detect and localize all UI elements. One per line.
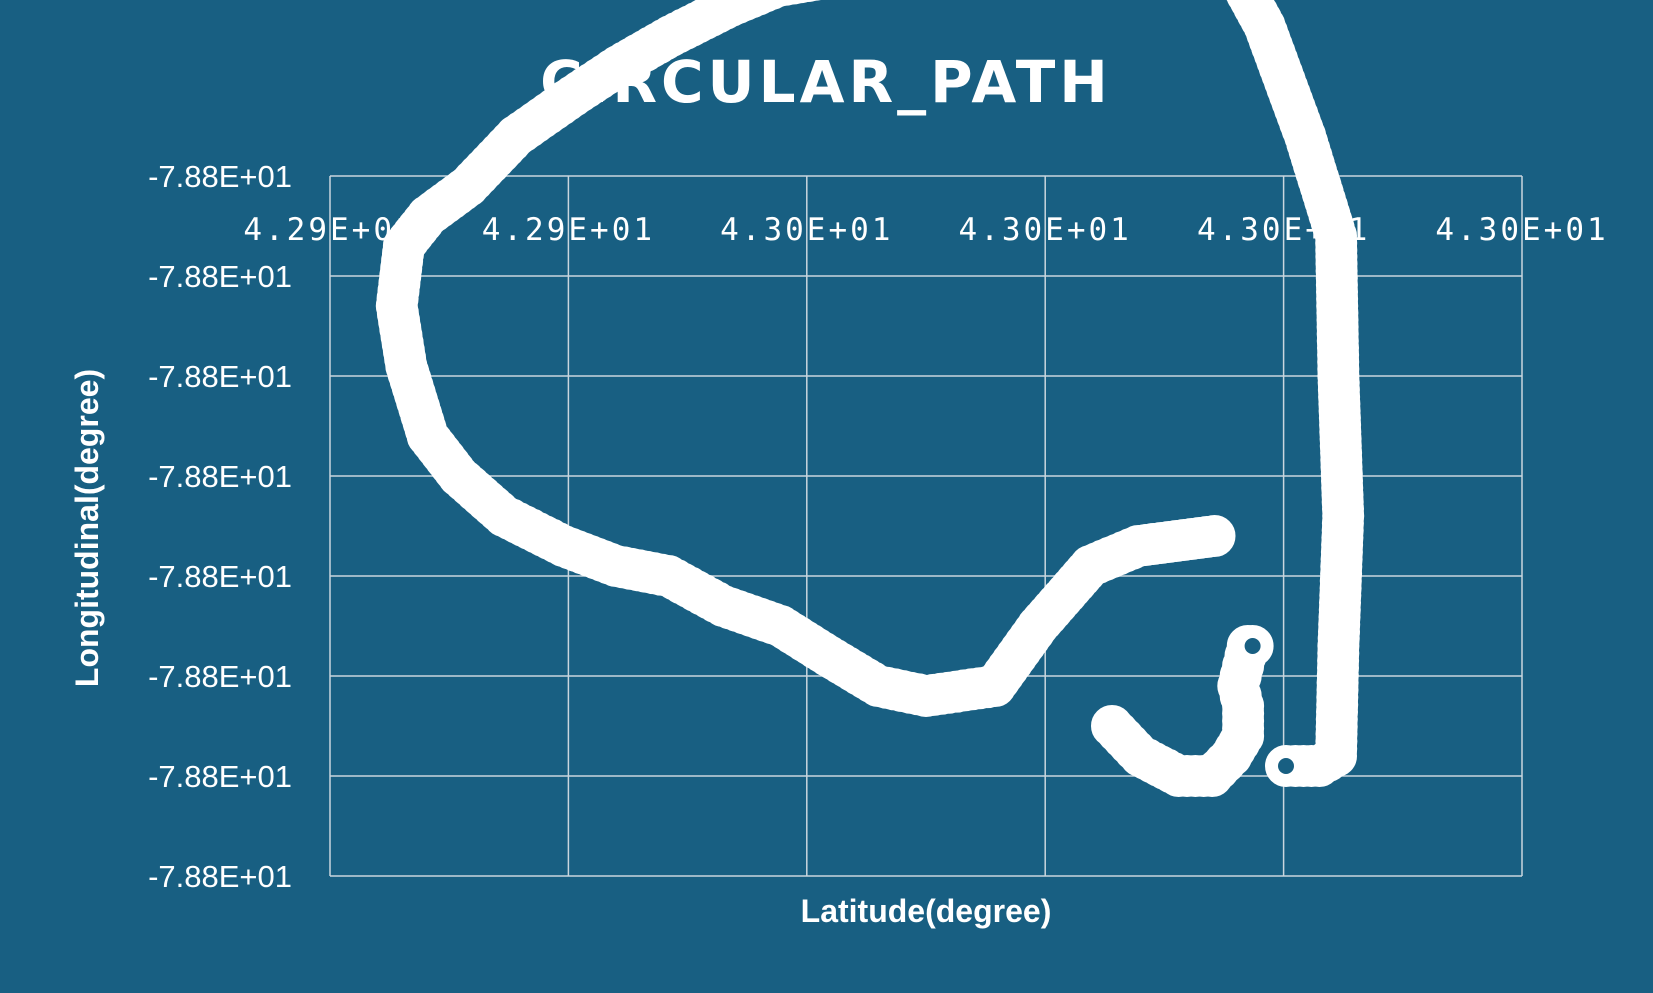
x-tick-label: 4.30E+01 bbox=[1435, 212, 1608, 248]
y-axis-ticks: -7.88E+01 -7.88E+01 -7.88E+01 -7.88E+01 -7.8… bbox=[148, 159, 292, 894]
y-axis-title: Longitudinal(degree) bbox=[69, 369, 105, 687]
y-tick-label: -7.88E+01 bbox=[148, 459, 292, 494]
x-axis-title: Latitude(degree) bbox=[801, 893, 1052, 929]
y-tick-label: -7.88E+01 bbox=[148, 759, 292, 794]
x-tick-label: 4.29E+01 bbox=[243, 212, 416, 248]
x-axis-ticks: 4.29E+01 4.29E+01 4.30E+01 4.30E+01 4.30E+01… bbox=[243, 212, 1608, 248]
x-tick-label: 4.29E+01 bbox=[482, 212, 655, 248]
data-point bbox=[1265, 745, 1307, 787]
y-tick-label: -7.88E+01 bbox=[148, 659, 292, 694]
x-tick-label: 4.30E+01 bbox=[1197, 212, 1370, 248]
x-tick-label: 4.30E+01 bbox=[720, 212, 893, 248]
y-tick-label: -7.88E+01 bbox=[148, 859, 292, 894]
endpoint-marker bbox=[1278, 758, 1294, 774]
y-tick-label: -7.88E+01 bbox=[148, 559, 292, 594]
data-point bbox=[1231, 625, 1274, 667]
data-points bbox=[375, 0, 1365, 797]
x-tick-label: 4.30E+01 bbox=[959, 212, 1132, 248]
endpoint-marker bbox=[1244, 638, 1261, 654]
y-tick-label: -7.88E+01 bbox=[148, 159, 292, 194]
y-tick-label: -7.88E+01 bbox=[148, 359, 292, 394]
y-tick-label: -7.88E+01 bbox=[148, 259, 292, 294]
